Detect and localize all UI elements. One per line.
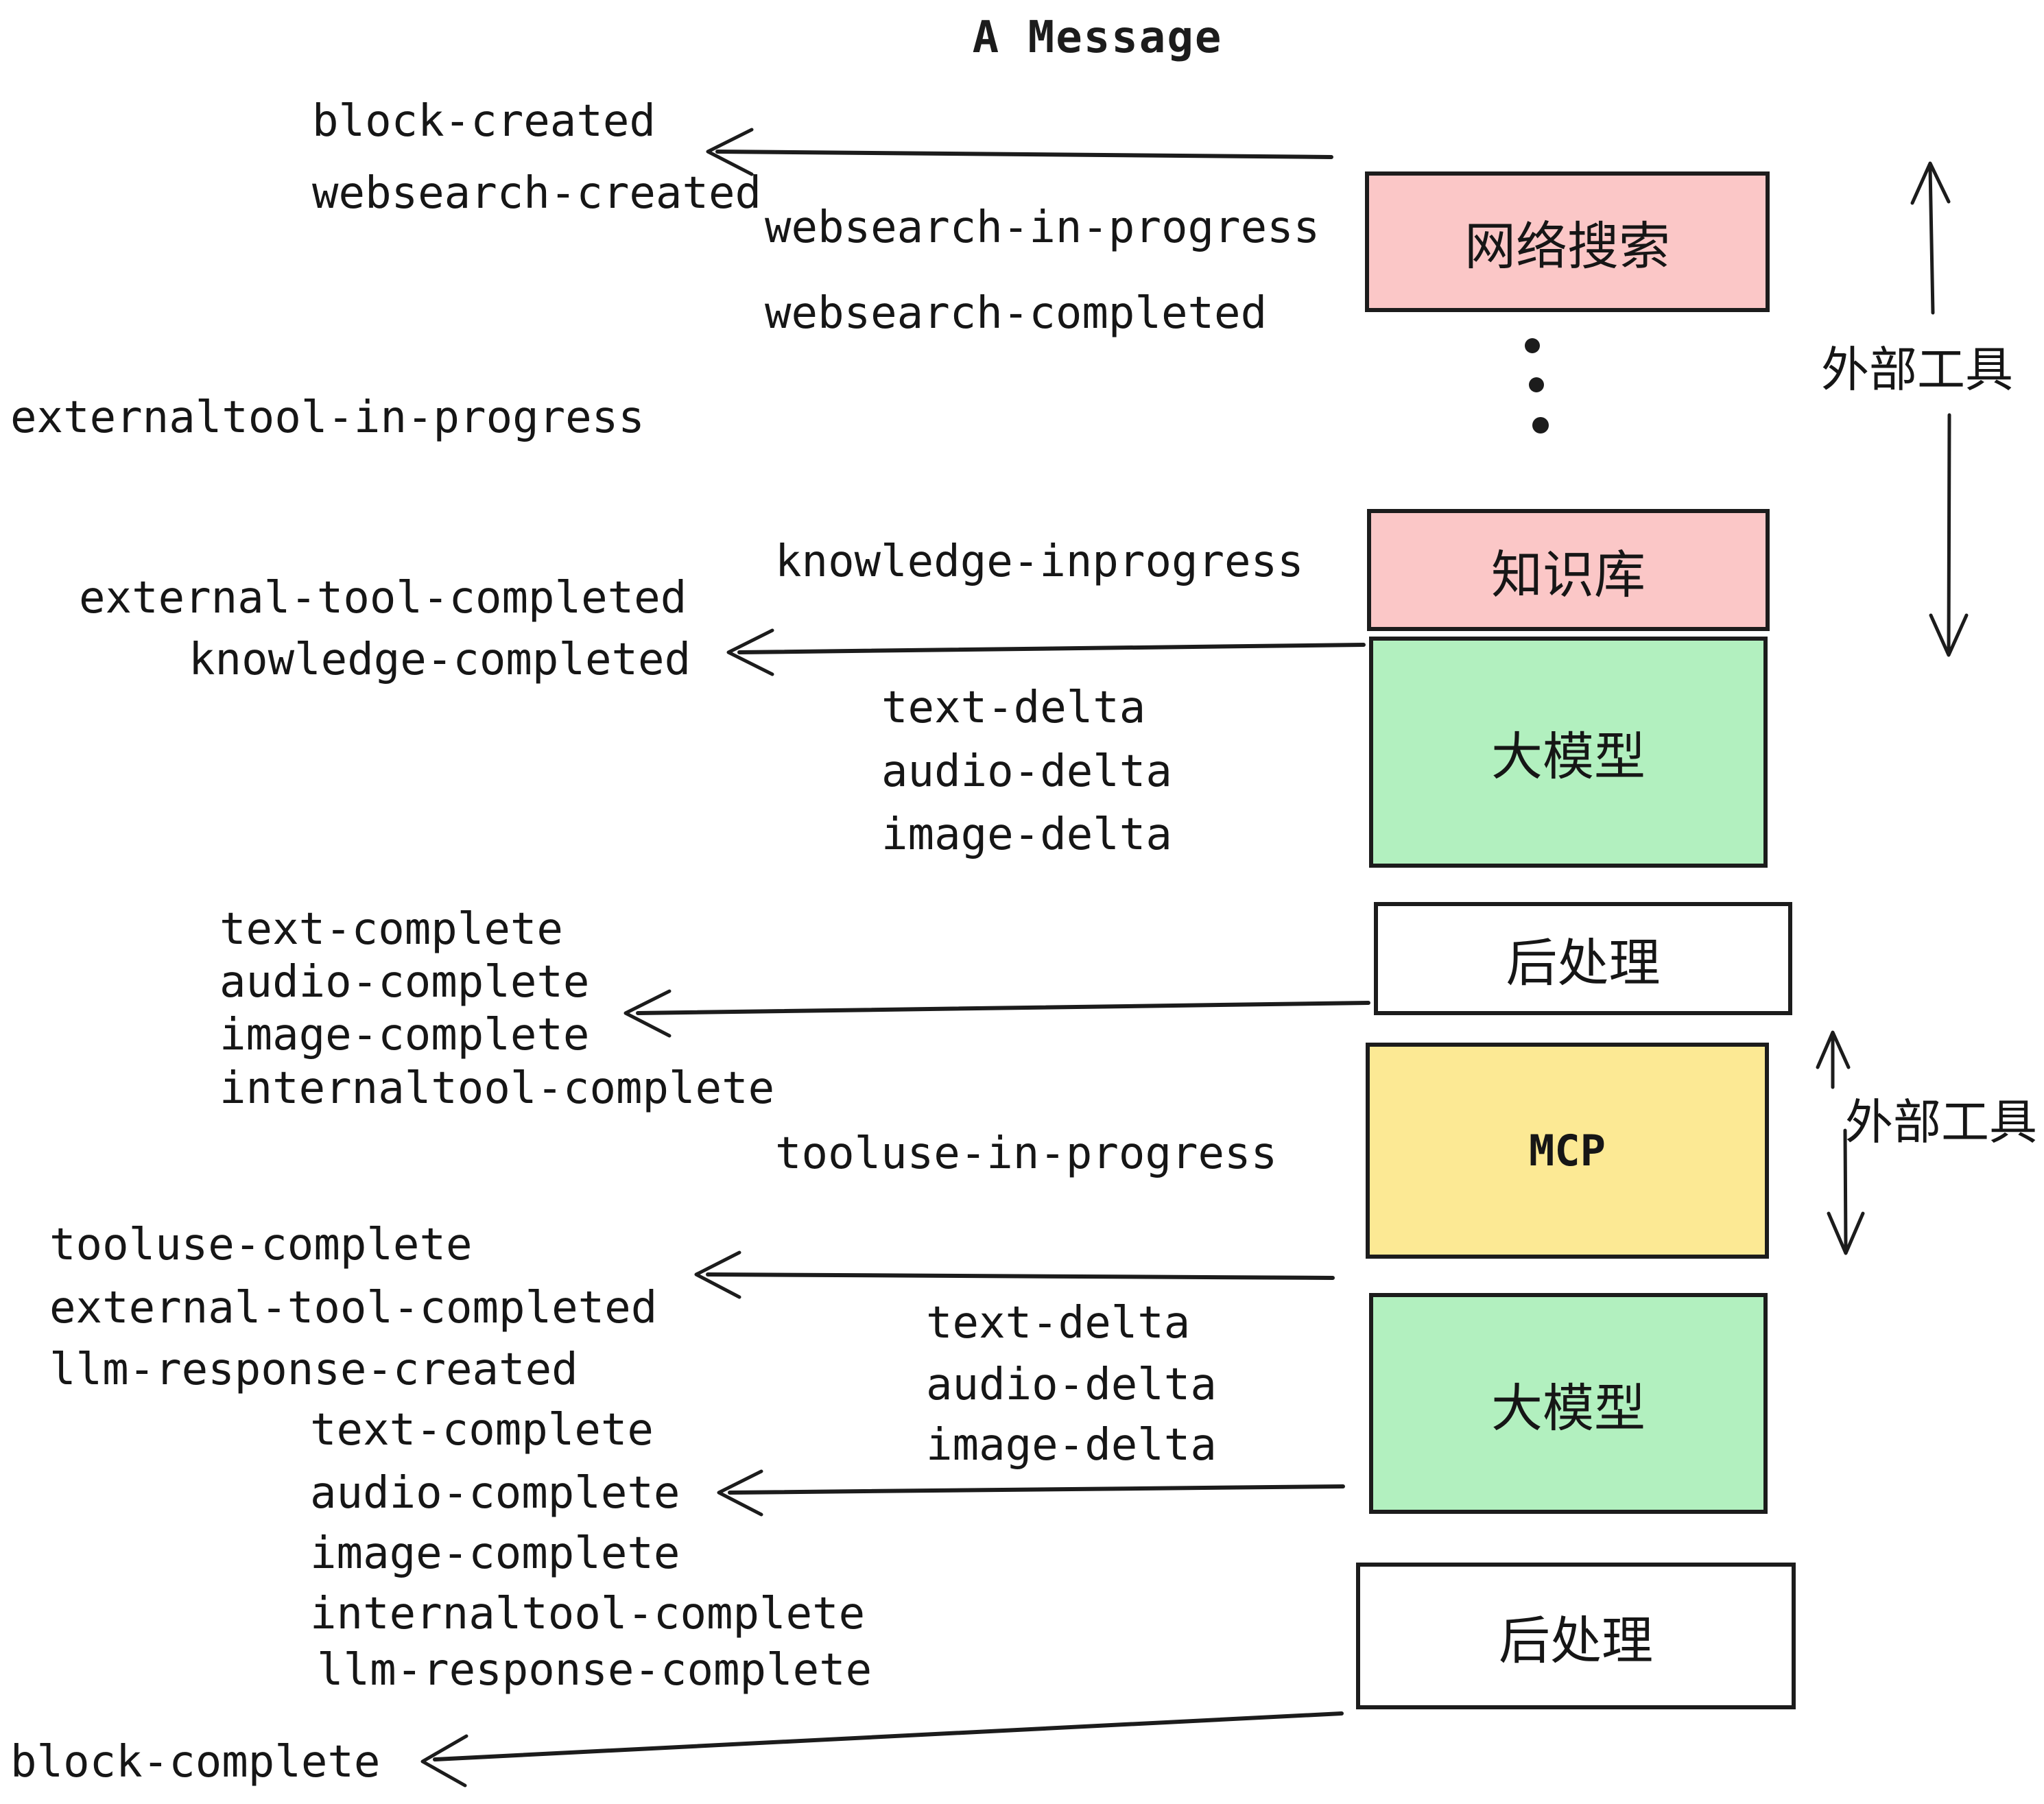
box-postprocess-1-label: 后处理 [1506,934,1661,992]
event-external-tool-completed-2: external-tool-completed [49,1283,658,1333]
arrow-postprocess2-to-block-complete [420,1711,1344,1788]
event-audio-complete-2: audio-complete [310,1468,680,1519]
event-tooluse-complete: tooluse-complete [49,1220,473,1270]
arrow-websearch-to-created-events [706,128,1333,176]
event-websearch-created: websearch-created [312,168,762,219]
event-audio-delta-2: audio-delta [926,1360,1217,1410]
box-mcp-label: MCP [1529,1126,1606,1176]
event-block-created: block-created [312,96,656,147]
event-tooluse-in-progress: tooluse-in-progress [775,1128,1278,1179]
page-title: A Message [972,12,1223,63]
event-externaltool-in-progress: externaltool-in-progress [10,392,645,443]
arrow-llm2-to-complete-events [717,1469,1345,1517]
arrow-postprocess1-to-complete-events [623,989,1370,1038]
box-postprocess-2: 后处理 [1356,1563,1796,1709]
box-postprocess-2-label: 后处理 [1498,1611,1653,1670]
event-external-tool-completed: external-tool-completed [79,573,687,624]
label-external-tools-top: 外部工具 [1821,343,2013,396]
event-internaltool-complete-2: internaltool-complete [310,1589,866,1639]
event-text-delta-2: text-delta [926,1298,1191,1349]
event-websearch-in-progress: websearch-in-progress [765,202,1320,253]
external-tools-mid-up-arrow [1816,1030,1851,1089]
event-audio-complete-1: audio-complete [219,957,590,1008]
box-websearch-label: 网络搜索 [1464,217,1670,275]
vertical-ellipsis [1525,338,1549,434]
box-llm-1: 大模型 [1369,637,1768,868]
event-websearch-completed: websearch-completed [765,288,1268,339]
external-tools-top-down-arrow [1929,413,1969,657]
box-knowledge-base-label: 知识库 [1490,545,1645,604]
event-image-complete-2: image-complete [310,1528,680,1579]
box-mcp: MCP [1366,1043,1769,1259]
event-knowledge-completed: knowledge-completed [189,634,691,685]
event-text-complete-1: text-complete [219,904,563,955]
box-postprocess-1: 后处理 [1374,902,1792,1015]
event-image-delta-2: image-delta [926,1420,1217,1471]
event-text-delta-1: text-delta [881,683,1146,733]
arrow-knowledge-to-completed-events [726,628,1366,676]
box-llm-2: 大模型 [1369,1293,1768,1514]
event-knowledge-inprogress: knowledge-inprogress [775,536,1304,587]
box-knowledge-base: 知识库 [1367,509,1770,631]
label-external-tools-mid: 外部工具 [1845,1095,2037,1149]
box-websearch: 网络搜索 [1365,171,1770,312]
event-audio-delta-1: audio-delta [881,746,1172,797]
event-text-complete-2: text-complete [310,1405,654,1456]
box-llm-2-label: 大模型 [1490,1379,1645,1437]
event-llm-response-created: llm-response-created [49,1344,578,1395]
arrow-mcp-to-tooluse-events [694,1250,1335,1299]
event-internaltool-complete-1: internaltool-complete [219,1063,775,1114]
event-image-delta-1: image-delta [881,809,1172,860]
external-tools-top-up-arrow [1910,161,1951,315]
event-image-complete-1: image-complete [219,1010,590,1060]
event-llm-response-complete: llm-response-complete [317,1645,872,1696]
box-llm-1-label: 大模型 [1490,728,1645,785]
event-block-complete: block-complete [10,1737,381,1788]
